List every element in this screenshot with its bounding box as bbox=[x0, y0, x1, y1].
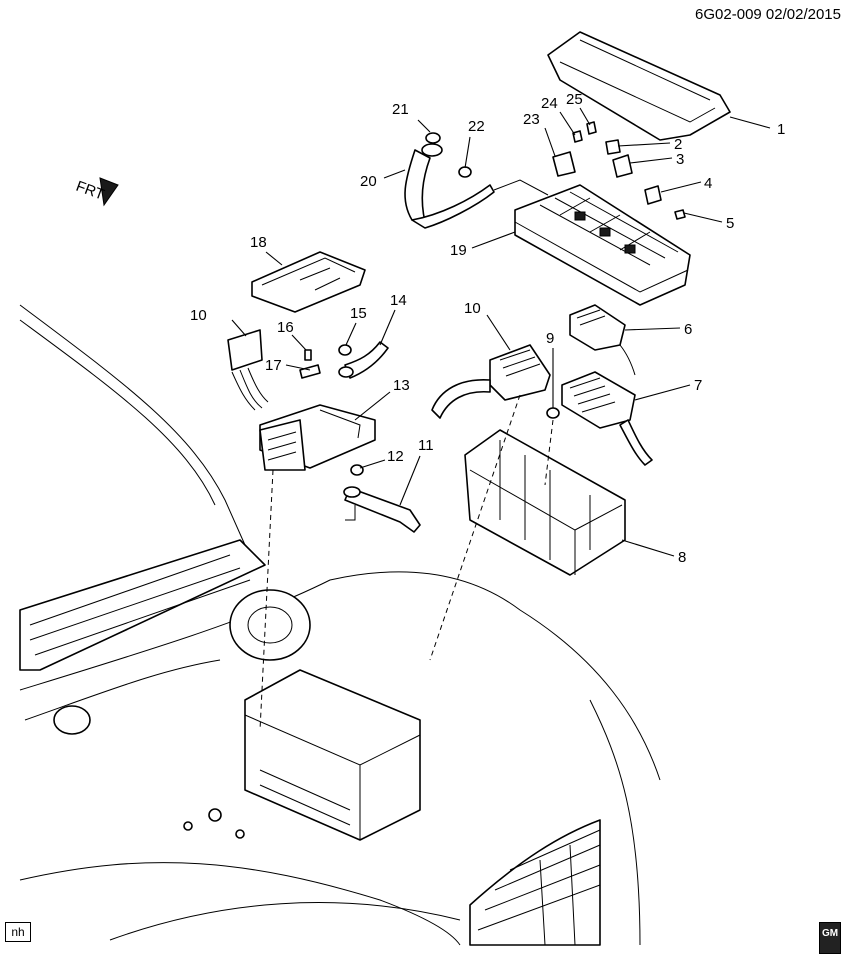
callout-9: 9 bbox=[546, 330, 554, 347]
callout-11: 11 bbox=[418, 437, 434, 454]
callout-4: 4 bbox=[704, 175, 712, 192]
install-guide-lines bbox=[259, 394, 554, 731]
author-badge: nh bbox=[5, 922, 31, 942]
wire-harness-10-left bbox=[227, 329, 269, 411]
bolt-16 bbox=[304, 349, 312, 361]
callout-10-left: 10 bbox=[190, 307, 207, 324]
fuse-2 bbox=[605, 139, 621, 155]
fuse-5 bbox=[674, 209, 686, 220]
connector-10-right bbox=[431, 344, 551, 419]
connector-6 bbox=[569, 304, 636, 376]
callout-24: 24 bbox=[541, 95, 558, 112]
callout-25: 25 bbox=[566, 91, 583, 108]
junction-block-cover-18 bbox=[251, 251, 366, 313]
fuse-block-cover bbox=[547, 31, 731, 141]
relay-4 bbox=[644, 185, 662, 205]
nut-22 bbox=[458, 166, 472, 178]
callout-15: 15 bbox=[350, 305, 367, 322]
nut-21 bbox=[425, 132, 441, 144]
cable-11 bbox=[343, 486, 421, 533]
relay-23 bbox=[552, 151, 576, 177]
front-direction-arrow: FRT bbox=[74, 177, 119, 207]
callout-2: 2 bbox=[674, 136, 682, 153]
callout-8: 8 bbox=[678, 549, 686, 566]
callout-17: 17 bbox=[265, 357, 282, 374]
cable-14 bbox=[338, 341, 389, 379]
callout-14: 14 bbox=[390, 292, 407, 309]
fuse-25 bbox=[586, 121, 597, 135]
fuse-block bbox=[514, 184, 691, 306]
junction-block-13 bbox=[259, 404, 376, 471]
battery-tray-8 bbox=[464, 429, 626, 576]
callout-19: 19 bbox=[450, 242, 467, 259]
callout-6: 6 bbox=[684, 321, 692, 338]
callout-13: 13 bbox=[393, 377, 410, 394]
callout-21: 21 bbox=[392, 101, 409, 118]
callout-12: 12 bbox=[387, 448, 404, 465]
nut-12 bbox=[350, 464, 364, 476]
callout-20: 20 bbox=[360, 173, 377, 190]
vehicle-engine-bay bbox=[19, 304, 661, 946]
callout-22: 22 bbox=[468, 118, 485, 135]
diagram-reference: 6G02-009 02/02/2015 bbox=[695, 6, 841, 23]
relay-3 bbox=[612, 154, 633, 178]
gm-logo-badge: GM bbox=[819, 922, 841, 954]
callout-1: 1 bbox=[777, 121, 785, 138]
callout-7: 7 bbox=[694, 377, 702, 394]
callout-5: 5 bbox=[726, 215, 734, 232]
callout-10-right: 10 bbox=[464, 300, 481, 317]
clip-17 bbox=[299, 364, 321, 379]
fuse-24 bbox=[572, 130, 583, 143]
callout-23: 23 bbox=[523, 111, 540, 128]
callout-16: 16 bbox=[277, 319, 294, 336]
callout-leader-lines bbox=[231, 107, 771, 557]
nut-9 bbox=[546, 407, 560, 419]
positive-cable-20 bbox=[404, 143, 549, 229]
callout-3: 3 bbox=[676, 151, 684, 168]
connector-7 bbox=[561, 371, 653, 466]
nut-15 bbox=[338, 344, 352, 356]
callout-18: 18 bbox=[250, 234, 267, 251]
